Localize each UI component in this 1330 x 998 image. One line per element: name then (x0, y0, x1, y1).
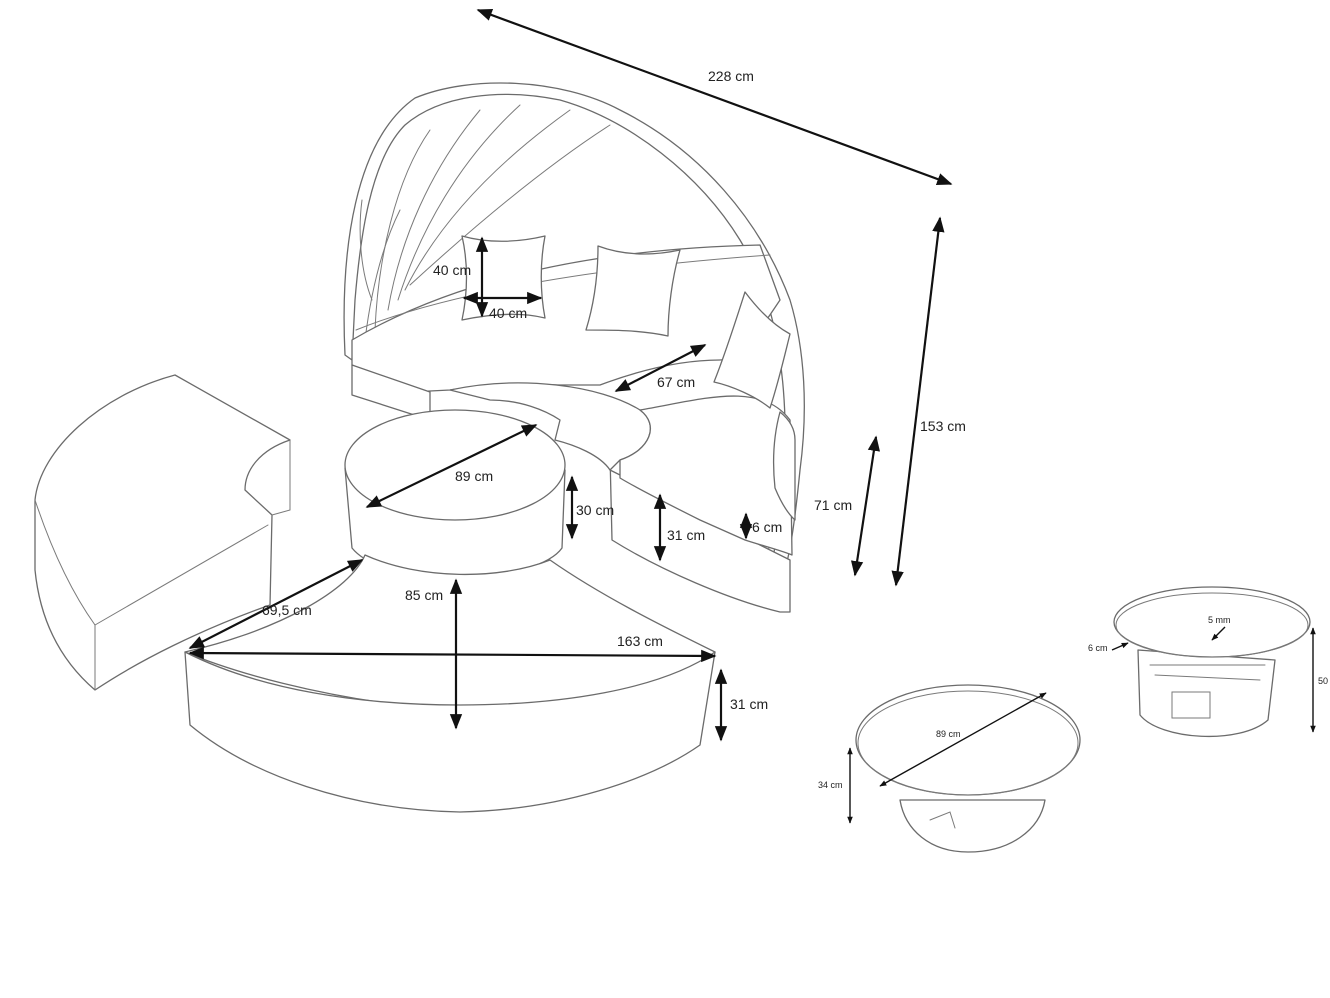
pillow-2 (585, 245, 681, 337)
pillow-3 (713, 291, 791, 409)
label-detail-height: 50 (1318, 676, 1328, 686)
label-detail-top: 6 cm (1088, 643, 1108, 653)
label-overall-height: 153 cm (920, 418, 966, 434)
label-detail-table-height: 34 cm (818, 780, 843, 790)
label-base-height: 31 cm (667, 527, 705, 543)
dimension-labels: 228 cm 153 cm 40 cm 40 cm 67 cm 71 cm 89… (262, 68, 1328, 790)
detail-table-closed (855, 684, 1081, 853)
label-segment-depth: 85 cm (405, 587, 443, 603)
label-overall-width: 228 cm (708, 68, 754, 84)
label-pillow-height: 40 cm (433, 262, 471, 278)
label-seat-depth: 67 cm (657, 374, 695, 390)
label-segment-side: 69,5 cm (262, 602, 312, 618)
center-table (344, 409, 566, 579)
label-segment-height: 31 cm (730, 696, 768, 712)
pillow-4 (772, 411, 796, 521)
label-segment-width: 163 cm (617, 633, 663, 649)
detail-table-open (1113, 586, 1311, 738)
dimension-lines (188, 8, 1316, 824)
label-table-diameter: 89 cm (455, 468, 493, 484)
label-pillow-width: 40 cm (489, 305, 527, 321)
label-cushion-thickness: 6 cm (752, 519, 782, 535)
label-table-height: 30 cm (576, 502, 614, 518)
label-canopy-height: 71 cm (814, 497, 852, 513)
label-detail-glass: 5 mm (1208, 615, 1231, 625)
label-detail-table-diameter: 89 cm (936, 729, 961, 739)
